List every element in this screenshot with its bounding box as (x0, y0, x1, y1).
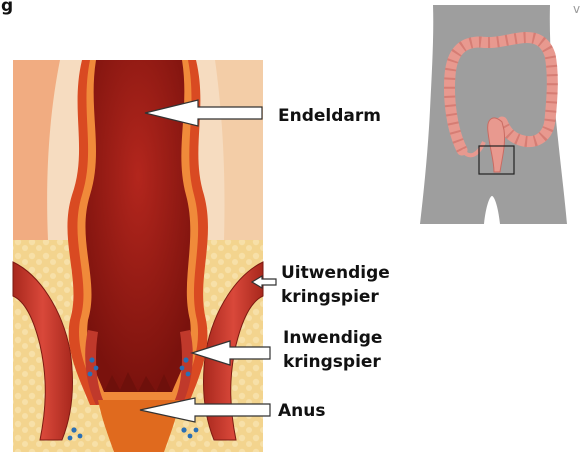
label-internal-sphincter-1: Inwendige (283, 328, 382, 348)
label-external-sphincter-2: kringspier (281, 287, 379, 307)
label-rectum: Endeldarm (278, 106, 381, 126)
label-internal-sphincter-2: kringspier (283, 352, 381, 372)
partial-inset-mark: v (573, 2, 580, 16)
body-inset (420, 5, 567, 224)
partial-heading: g (1, 0, 13, 16)
label-external-sphincter-1: Uitwendige (281, 263, 390, 283)
label-anus: Anus (278, 401, 325, 421)
